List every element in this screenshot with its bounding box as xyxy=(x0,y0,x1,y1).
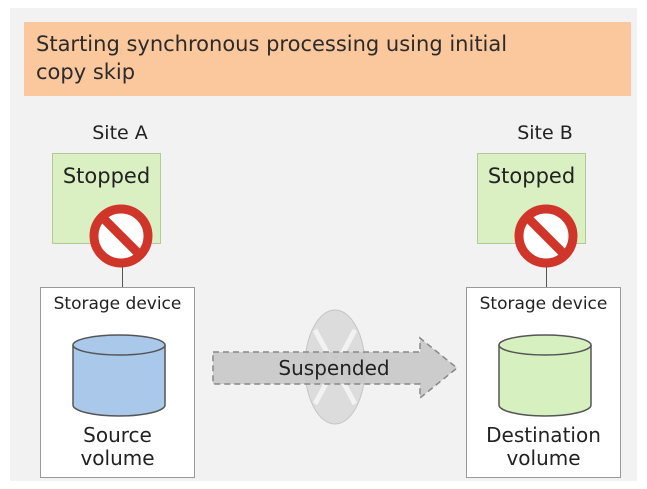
source-volume-cylinder-icon xyxy=(72,334,166,417)
site-b-label: Site B xyxy=(517,122,573,144)
site-b-device-title: Storage device xyxy=(479,294,608,314)
banner-title-line1: Starting synchronous processing using in… xyxy=(36,32,508,56)
source-volume-line2: volume xyxy=(80,446,155,470)
site-b-storage-device: Storage device Destination volume xyxy=(466,287,621,478)
destination-volume-line2: volume xyxy=(506,446,581,470)
banner-title-line2: copy skip xyxy=(36,60,136,84)
prohibited-icon xyxy=(514,204,578,268)
source-volume-line1: Source xyxy=(83,423,152,447)
site-b-host-status: Stopped xyxy=(487,164,576,188)
site-a-storage-device: Storage device Source volume xyxy=(40,287,195,478)
site-a-device-title: Storage device xyxy=(53,294,182,314)
destination-volume-cylinder-icon xyxy=(498,334,592,417)
banner-title: Starting synchronous processing using in… xyxy=(36,30,507,86)
destination-volume-line1: Destination xyxy=(486,423,601,447)
site-a-host-status: Stopped xyxy=(62,164,151,188)
prohibited-icon xyxy=(89,204,153,268)
transfer-status-label: Suspended xyxy=(278,356,390,380)
title-banner: Starting synchronous processing using in… xyxy=(24,22,631,96)
suspended-transfer-arrow xyxy=(212,309,459,425)
site-a-label: Site A xyxy=(92,122,148,144)
source-volume-label: Source volume xyxy=(41,424,194,470)
destination-volume-label: Destination volume xyxy=(467,424,620,470)
site-b-connector xyxy=(546,266,547,288)
site-a-connector xyxy=(122,266,123,288)
